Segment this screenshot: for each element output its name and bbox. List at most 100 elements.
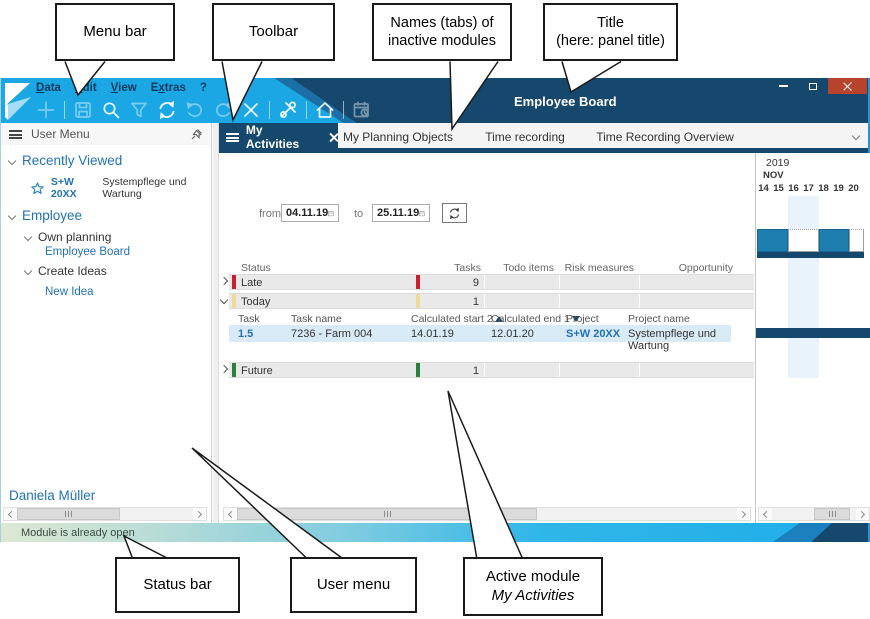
collapse-icon[interactable] [219,295,229,305]
scrollbar-track[interactable] [772,508,856,520]
tools-icon[interactable] [276,98,300,122]
column-todo-items[interactable]: Todo items [503,262,554,274]
maximize-button[interactable] [798,78,828,94]
refresh-button[interactable] [442,203,467,223]
callout-text: Toolbar [248,22,299,40]
subcolumn-task-name[interactable]: Task name [291,313,342,325]
capacity-bar-empty [849,229,864,252]
column-tasks[interactable]: Tasks [454,262,481,274]
scroll-left-button[interactable] [4,508,17,520]
redo-icon[interactable] [211,98,235,122]
tab-menu-icon[interactable] [226,132,239,142]
task-number[interactable]: 1.5 [238,327,254,340]
current-user-name: Daniela Müller [9,488,96,503]
home-icon[interactable] [313,98,337,122]
gantt-month: NOV [763,170,784,181]
planning-calendar-icon[interactable] [350,98,374,122]
callout-toolbar: Toolbar [212,3,335,61]
menu-extras[interactable]: Extras [150,82,186,94]
group-row-today[interactable]: Today 1 [229,293,754,309]
toolbar-separator [269,100,270,119]
tab-list-dropdown-icon[interactable] [851,131,861,141]
favorite-star-icon[interactable] [31,181,44,196]
group-task-count: 1 [472,365,479,377]
scrollbar-thumb[interactable] [17,508,120,520]
capacity-bar-filled [819,229,849,252]
gantt-horizontal-scrollbar[interactable] [758,507,870,521]
selected-task-gantt-bar[interactable] [756,328,870,338]
from-date-input[interactable]: 04.11.19 [281,204,339,222]
subcolumn-project-name[interactable]: Project name [628,313,690,325]
subcolumn-project[interactable]: Project [566,313,599,325]
subcolumn-task[interactable]: Task [238,313,260,325]
user-menu-title: User Menu [31,127,90,141]
expand-icon[interactable] [219,276,229,286]
project-name: Systempflege und Wartung [628,327,717,352]
sidebar-horizontal-scrollbar[interactable] [3,507,207,521]
panel-splitter[interactable] [213,123,219,523]
minimize-button[interactable] [768,78,798,94]
scroll-left-button[interactable] [224,508,237,520]
subcolumn-calculated-end[interactable]: Calculated end 1 [491,313,580,325]
section-recently-viewed[interactable]: Recently Viewed [7,153,122,168]
to-date-input[interactable]: 25.11.19 [372,204,430,222]
calendar-icon[interactable] [419,208,425,219]
gantt-year: 2019 [766,157,790,169]
chevron-down-icon[interactable] [23,266,33,276]
column-status[interactable]: Status [241,262,271,274]
search-icon[interactable] [99,98,123,122]
column-risk-measures[interactable]: Risk measures [564,262,634,274]
expand-icon[interactable] [219,364,229,374]
add-icon[interactable] [34,98,58,122]
tree-create-ideas[interactable]: Create Ideas [23,264,107,278]
chevron-down-icon[interactable] [23,232,33,242]
my-activities-module: from 04.11.19 to 25.11.19 Status Tasks T… [219,153,870,523]
scroll-right-button[interactable] [193,508,206,520]
filter-icon[interactable] [127,98,151,122]
tab-my-activities[interactable]: My Activities [219,123,338,151]
calculated-end: 12.01.20 [491,327,534,340]
tab-time-recording[interactable]: Time recording [465,123,585,151]
scroll-right-button[interactable] [856,508,869,520]
group-row-future[interactable]: Future 1 [229,362,754,378]
tab-my-planning-objects[interactable]: My Planning Objects [328,123,468,151]
group-label: Today [241,296,271,308]
link-employee-board[interactable]: Employee Board [45,246,130,258]
menu-help[interactable]: ? [199,82,207,94]
menu-edit[interactable]: Edit [74,82,97,94]
chevron-down-icon[interactable] [7,156,17,165]
delete-icon[interactable] [239,98,263,122]
scrollbar-track[interactable] [237,508,737,520]
hamburger-icon[interactable] [9,129,22,139]
scrollbar-thumb[interactable] [237,508,537,520]
pin-icon[interactable] [190,128,203,141]
save-icon[interactable] [71,98,95,122]
subcolumn-calculated-start[interactable]: Calculated start 2 [411,313,503,325]
today-status-bar [416,294,420,308]
task-row[interactable]: 1.5 7236 - Farm 004 14.01.19 12.01.20 S+… [229,325,731,352]
project-code-link[interactable]: S+W 20XX [566,327,621,340]
calendar-icon[interactable] [328,208,334,219]
tree-own-planning[interactable]: Own planning [23,230,111,244]
tab-time-recording-overview[interactable]: Time Recording Overview [585,123,745,151]
close-button[interactable] [828,78,867,94]
link-new-idea[interactable]: New Idea [45,286,94,298]
scrollbar-track[interactable] [17,508,193,520]
undo-icon[interactable] [183,98,207,122]
scroll-right-button[interactable] [737,508,750,520]
project-code-link[interactable]: S+W 20XX [50,176,77,200]
main-horizontal-scrollbar[interactable] [223,507,751,521]
toolbar-separator [306,100,307,119]
scrollbar-thumb[interactable] [814,508,850,520]
menu-data[interactable]: Data [36,82,61,94]
menu-bar: Data Edit View Extras ? [36,82,207,94]
callout-user-menu: User menu [290,557,417,613]
menu-view[interactable]: View [110,82,137,94]
section-employee[interactable]: Employee [7,208,82,223]
refresh-icon[interactable] [155,98,179,122]
scroll-left-button[interactable] [759,508,772,520]
recent-item-project[interactable]: S+W 20XX Systempflege und Wartung [31,176,211,200]
group-row-late[interactable]: Late 9 [229,274,754,290]
active-tab-underline [219,148,868,153]
chevron-down-icon[interactable] [7,211,17,220]
